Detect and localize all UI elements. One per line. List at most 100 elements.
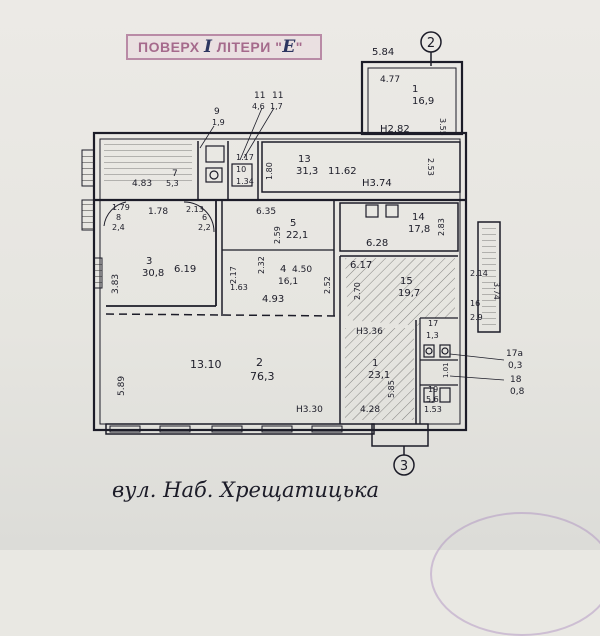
room-8-num: 8 [116, 213, 121, 222]
dim-2-9: 2.9 [470, 313, 483, 322]
room-17-area: 1,3 [426, 331, 439, 340]
dim-1-79: 1.79 [112, 203, 130, 212]
room-19-area: 5,6 [426, 395, 439, 404]
dim-11-62: 11.62 [328, 166, 357, 177]
window-left-2 [81, 199, 95, 231]
marker-2: 2 [420, 31, 442, 66]
room-13-area: 31,3 [296, 166, 318, 177]
room-16-num: 16 [470, 299, 480, 308]
leader-lines [199, 107, 505, 381]
room-11a-num: 11 [272, 91, 283, 101]
dim-1-01: 1.01 [442, 362, 450, 378]
room-7-num: 7 [172, 169, 178, 179]
dim-6-28: 6.28 [366, 238, 388, 249]
room-17a-area: 0,3 [508, 361, 522, 371]
room-14-area: 17,8 [408, 224, 430, 235]
room-3-num: 3 [146, 256, 152, 267]
hatch-room15 [345, 258, 455, 326]
floor-stamp: ПОВЕРХ I ЛІТЕРИ "Е" [126, 34, 322, 60]
street-name: вул. Наб. Хрещатицька [112, 478, 379, 502]
dim-4-93: 4.93 [262, 294, 284, 305]
room-11a-area: 1,7 [270, 102, 283, 111]
room-1a-area: 16,9 [412, 96, 434, 107]
marker-3-label: 3 [400, 459, 408, 474]
room-11b-area: 4,6 [252, 102, 265, 111]
room-9-area: 1,9 [212, 118, 225, 127]
dim-2-13: 2.13 [186, 205, 204, 214]
room-17-num: 17 [428, 319, 438, 328]
stamp-floor-num: I [203, 37, 213, 57]
dim-1-63: 1.63 [230, 283, 248, 292]
dim-5-84: 5.84 [372, 47, 394, 58]
dim-2-83: 2.83 [437, 218, 446, 236]
dim-1-53: 1.53 [424, 405, 442, 414]
room-19-num: 19 [428, 385, 438, 394]
walls [92, 60, 468, 447]
room-5-area: 22,1 [286, 230, 308, 241]
dim-2-52: 2.52 [323, 276, 332, 294]
dim-3-83: 3.83 [111, 274, 121, 294]
dim-4-83: 4.83 [132, 179, 152, 189]
hatch-room1 [345, 328, 414, 420]
dim-2-17: 2.17 [229, 266, 238, 284]
room13-wall [261, 141, 461, 193]
dim-2-32: 2.32 [257, 256, 266, 274]
annex-inner-line [367, 67, 457, 135]
h-3-30: H3.30 [296, 405, 323, 415]
room-18-num: 18 [510, 375, 522, 385]
room-9-num: 9 [214, 107, 220, 117]
room-17a-num: 17а [506, 349, 523, 359]
stamp-liter-value: Е [282, 37, 296, 57]
room-4-num: 4 [280, 264, 286, 275]
h-3-74: H3.74 [362, 178, 392, 189]
room-15-num: 15 [400, 276, 413, 287]
dim-6-17: 6.17 [350, 260, 372, 271]
room-3-area: 30,8 [142, 268, 164, 279]
stamp-floor-label: ПОВЕРХ [138, 39, 200, 55]
h-3-36: H3.36 [356, 327, 383, 337]
dim-13-10: 13.10 [190, 358, 222, 371]
floor-plan-drawing: 2 3 1 16,9 H2.82 4.77 5.84 3.55 9 1,9 11… [81, 31, 525, 502]
room-8-area: 2,4 [112, 223, 125, 232]
dim-1-17: 1.17 [236, 153, 254, 162]
room-1b-area: 23,1 [368, 370, 390, 381]
dim-3-74b: 3.74 [492, 282, 501, 300]
dim-3-55: 3.55 [438, 118, 447, 136]
room-7-area: 5,3 [166, 179, 179, 188]
stairs-top [104, 143, 192, 183]
external-stair [477, 221, 501, 333]
dim-4-50: 4.50 [292, 265, 312, 275]
stamp-liter-label: ЛІТЕРИ [216, 39, 271, 55]
room-11b-num: 11 [254, 91, 265, 101]
room-14-num: 14 [412, 212, 425, 223]
room-6-num: 6 [202, 213, 207, 222]
dim-5-89: 5.89 [117, 376, 127, 396]
faint-seal [430, 512, 600, 636]
room-1a-num: 1 [412, 84, 418, 95]
dim-2-59: 2.59 [273, 226, 282, 244]
window-left-3 [93, 257, 103, 289]
room-18-area: 0,8 [510, 387, 525, 397]
dim-6-19: 6.19 [174, 264, 196, 275]
room-6-area: 2,2 [198, 223, 211, 232]
dim-6-35: 6.35 [256, 207, 276, 217]
dim-1-34: 1.34 [236, 177, 254, 186]
dim-5-85: 5.85 [387, 380, 396, 398]
window-left-1 [81, 149, 95, 187]
dim-2-53: 2.53 [426, 158, 435, 176]
marker-2-label: 2 [427, 36, 435, 51]
dashed-partition [105, 313, 341, 317]
room-13-num: 13 [298, 154, 311, 165]
dim-2-70: 2.70 [353, 282, 362, 300]
room-4-area: 16,1 [278, 277, 298, 287]
dim-2-14: 2.14 [470, 269, 488, 278]
bottom-windows [109, 425, 343, 433]
room-2-area: 76,3 [250, 370, 275, 383]
fixtures [205, 145, 451, 403]
dim-1-78: 1.78 [148, 207, 168, 217]
dim-4-28: 4.28 [360, 405, 380, 415]
room-10-num: 10 [236, 165, 246, 174]
room-1b-num: 1 [372, 358, 378, 369]
dim-1-80: 1.80 [265, 162, 274, 180]
